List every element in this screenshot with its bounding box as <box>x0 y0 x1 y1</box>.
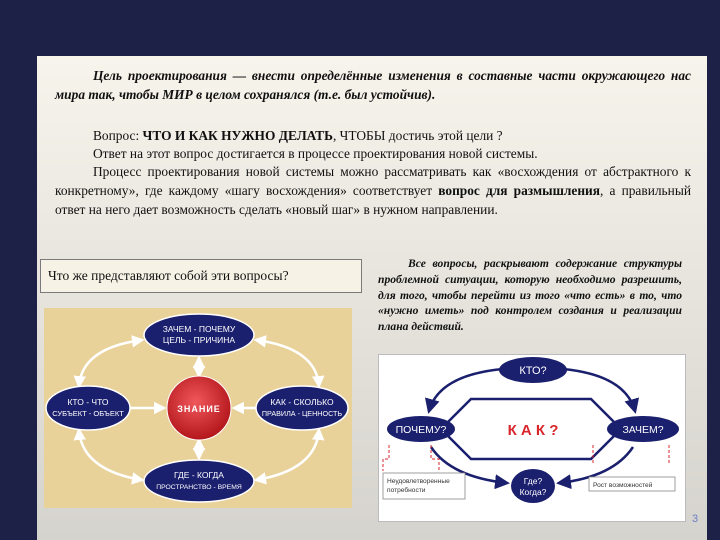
question-heading: Что же представляют собой эти вопросы? <box>48 268 289 283</box>
node-knowledge <box>166 375 232 441</box>
oval-where-line2: Когда? <box>520 487 547 497</box>
node-how-line1: КАК - СКОЛЬКО <box>270 397 334 407</box>
goal-paragraph: Цель проектирования — внести определённы… <box>55 68 691 102</box>
node-where-line2: ПРОСТРАНСТВО - ВРЕМЯ <box>156 484 242 491</box>
questions-description: Все вопросы, раскрывают содержание струк… <box>378 257 682 334</box>
kak-label: К А К ? <box>508 422 559 439</box>
note-growth: Рост возможностей <box>593 481 653 489</box>
process-paragraph: Процесс проектирования новой системы мож… <box>55 164 691 217</box>
question-box <box>40 259 362 293</box>
node-where <box>143 459 255 503</box>
oval-why <box>387 416 455 442</box>
oval-who-label: КТО? <box>519 365 546 377</box>
oval-what-for-label: ЗАЧЕМ? <box>622 424 663 436</box>
node-where-line1: ГДЕ - КОГДА <box>174 470 224 480</box>
node-who-line1: КТО - ЧТО <box>67 397 108 407</box>
note-needs-box <box>382 472 466 500</box>
node-who-line2: СУБЪЕКТ - ОБЪЕКТ <box>52 409 124 418</box>
oval-why-label: ПОЧЕМУ? <box>396 424 447 436</box>
problem-situation-diagram: КТО? ПОЧЕМУ? ЗАЧЕМ? К А К ? Где? Когда? … <box>378 354 686 522</box>
note-growth-box <box>588 476 676 492</box>
node-why-line1: ЗАЧЕМ - ПОЧЕМУ <box>163 324 236 334</box>
oval-where-line1: Где? <box>524 476 543 486</box>
node-how-line2: ПРАВИЛА - ЦЕННОСТЬ <box>262 409 343 418</box>
answer-paragraph: Ответ на этот вопрос достигается в проце… <box>93 146 538 161</box>
node-why <box>143 313 255 357</box>
page-number: 3 <box>692 513 699 525</box>
node-knowledge-label: ЗНАНИЕ <box>177 404 221 414</box>
node-how <box>255 385 349 431</box>
oval-where <box>511 469 555 503</box>
oval-what-for <box>607 416 679 442</box>
node-who <box>45 385 131 431</box>
oval-who <box>499 357 567 383</box>
knowledge-diagram: ЗАЧЕМ - ПОЧЕМУ ЦЕЛЬ - ПРИЧИНА КТО - ЧТО … <box>44 308 352 508</box>
node-why-line2: ЦЕЛЬ - ПРИЧИНА <box>163 335 235 345</box>
question-paragraph: Вопрос: ЧТО И КАК НУЖНО ДЕЛАТЬ, ЧТОБЫ до… <box>93 128 503 143</box>
